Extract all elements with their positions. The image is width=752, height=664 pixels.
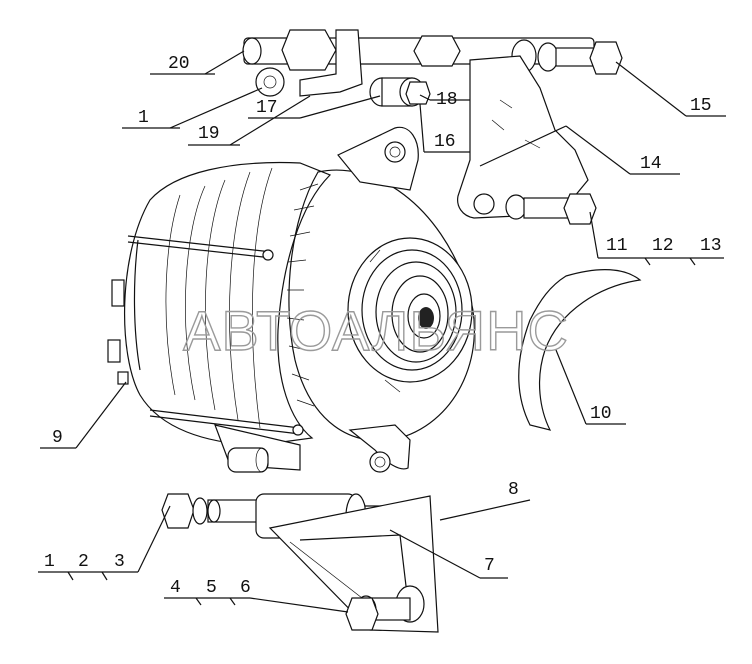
callout-label-7: 7 [484,556,495,576]
callout-label-9: 9 [52,428,63,448]
callout-label-19: 19 [198,124,220,144]
callout-11-12-13: 11 12 13 [589,211,724,266]
callout-16: 16 [419,103,470,153]
callout-label-18: 18 [436,90,458,110]
callout-label-17: 17 [256,98,278,118]
callout-9: 9 [40,381,127,449]
callout-20: 20 [150,50,245,75]
callout-label-5: 5 [206,578,217,598]
callout-label-2: 2 [78,552,89,572]
alternator-body [107,126,475,473]
callout-4-5-6: 4 5 6 [164,578,349,613]
adjusting-bracket [457,55,597,225]
callout-19: 19 [188,95,311,146]
callout-label-20: 20 [168,54,190,74]
callout-label-8: 8 [508,480,519,500]
callout-10: 10 [555,349,626,425]
callout-18: 18 [419,90,470,110]
callout-15: 15 [615,61,726,117]
callout-label-15: 15 [690,96,712,116]
callout-label-14: 14 [640,154,662,174]
callout-label-1-bottom: 1 [44,552,55,572]
callout-1-2-3: 1 2 3 [38,505,171,581]
callout-label-12: 12 [652,236,674,256]
callout-7: 7 [389,529,508,579]
callout-label-4: 4 [170,578,181,598]
callout-8: 8 [439,480,531,521]
curved-shim [518,269,642,431]
callout-1-top: 1 [122,87,263,129]
callout-label-3: 3 [114,552,125,572]
callout-14: 14 [479,125,680,175]
watermark-text: АВТОАЛЬЯНС [183,299,569,362]
callout-label-10: 10 [590,404,612,424]
top-bolt-assembly [242,29,623,107]
callout-label-16: 16 [434,132,456,152]
callout-label-13: 13 [700,236,722,256]
callout-label-11: 11 [606,236,628,256]
callout-label-6: 6 [240,578,251,598]
callout-17: 17 [248,95,381,119]
callout-label-1-top: 1 [138,108,149,128]
lower-bracket-assembly [161,493,439,633]
